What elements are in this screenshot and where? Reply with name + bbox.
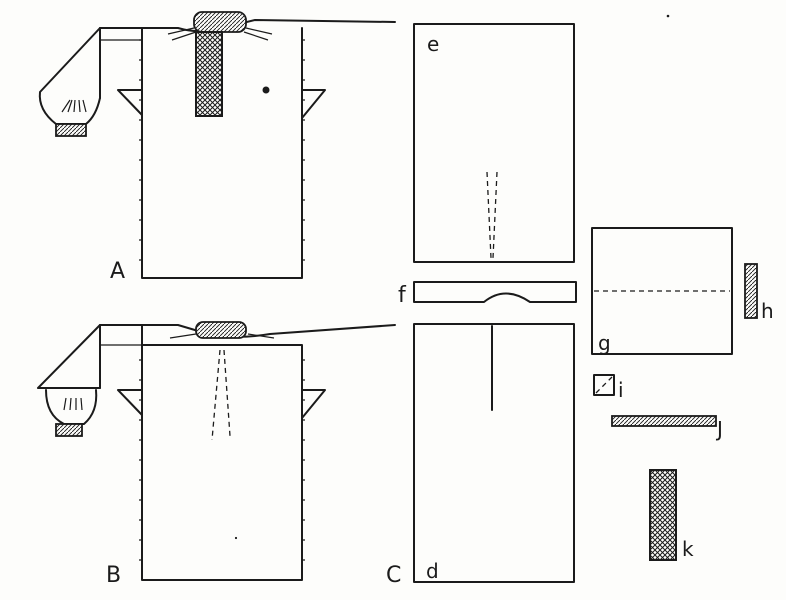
label-j: J [715, 417, 723, 441]
figure-a-left-gusset [117, 89, 143, 116]
figure-a-shirt: A [38, 11, 396, 284]
piece-i [593, 374, 615, 396]
label-k: k [682, 537, 694, 561]
label-a: A [110, 259, 125, 284]
piece-g [591, 227, 733, 355]
piece-d [413, 323, 575, 583]
label-i: i [618, 378, 624, 402]
figure-b-right-gusset [301, 389, 326, 419]
figure-c-pattern-pieces: e f d C g h i J k [386, 23, 774, 588]
ink-dot [666, 14, 670, 18]
piece-j [611, 415, 717, 427]
figure-b-left-gusset [117, 389, 143, 416]
figure-a-right-gusset [301, 89, 326, 119]
figure-b-shirt: B [37, 321, 396, 588]
label-d: d [426, 559, 439, 583]
figure-b-collar [195, 321, 247, 339]
figure-a-button [262, 86, 270, 94]
piece-e [413, 23, 575, 263]
figure-b-cuff [55, 423, 83, 437]
ink-dot [234, 536, 238, 540]
label-h: h [761, 299, 774, 323]
figure-a-placket [195, 31, 223, 117]
label-c: C [386, 563, 401, 588]
label-g: g [598, 331, 611, 355]
piece-k [649, 469, 677, 561]
label-e: e [427, 32, 439, 56]
label-f: f [398, 283, 407, 308]
piece-f [413, 281, 577, 303]
piece-h [744, 263, 758, 319]
label-b: B [106, 563, 121, 588]
figure-a-collar [193, 11, 247, 33]
figure-a-cuff [55, 123, 87, 137]
